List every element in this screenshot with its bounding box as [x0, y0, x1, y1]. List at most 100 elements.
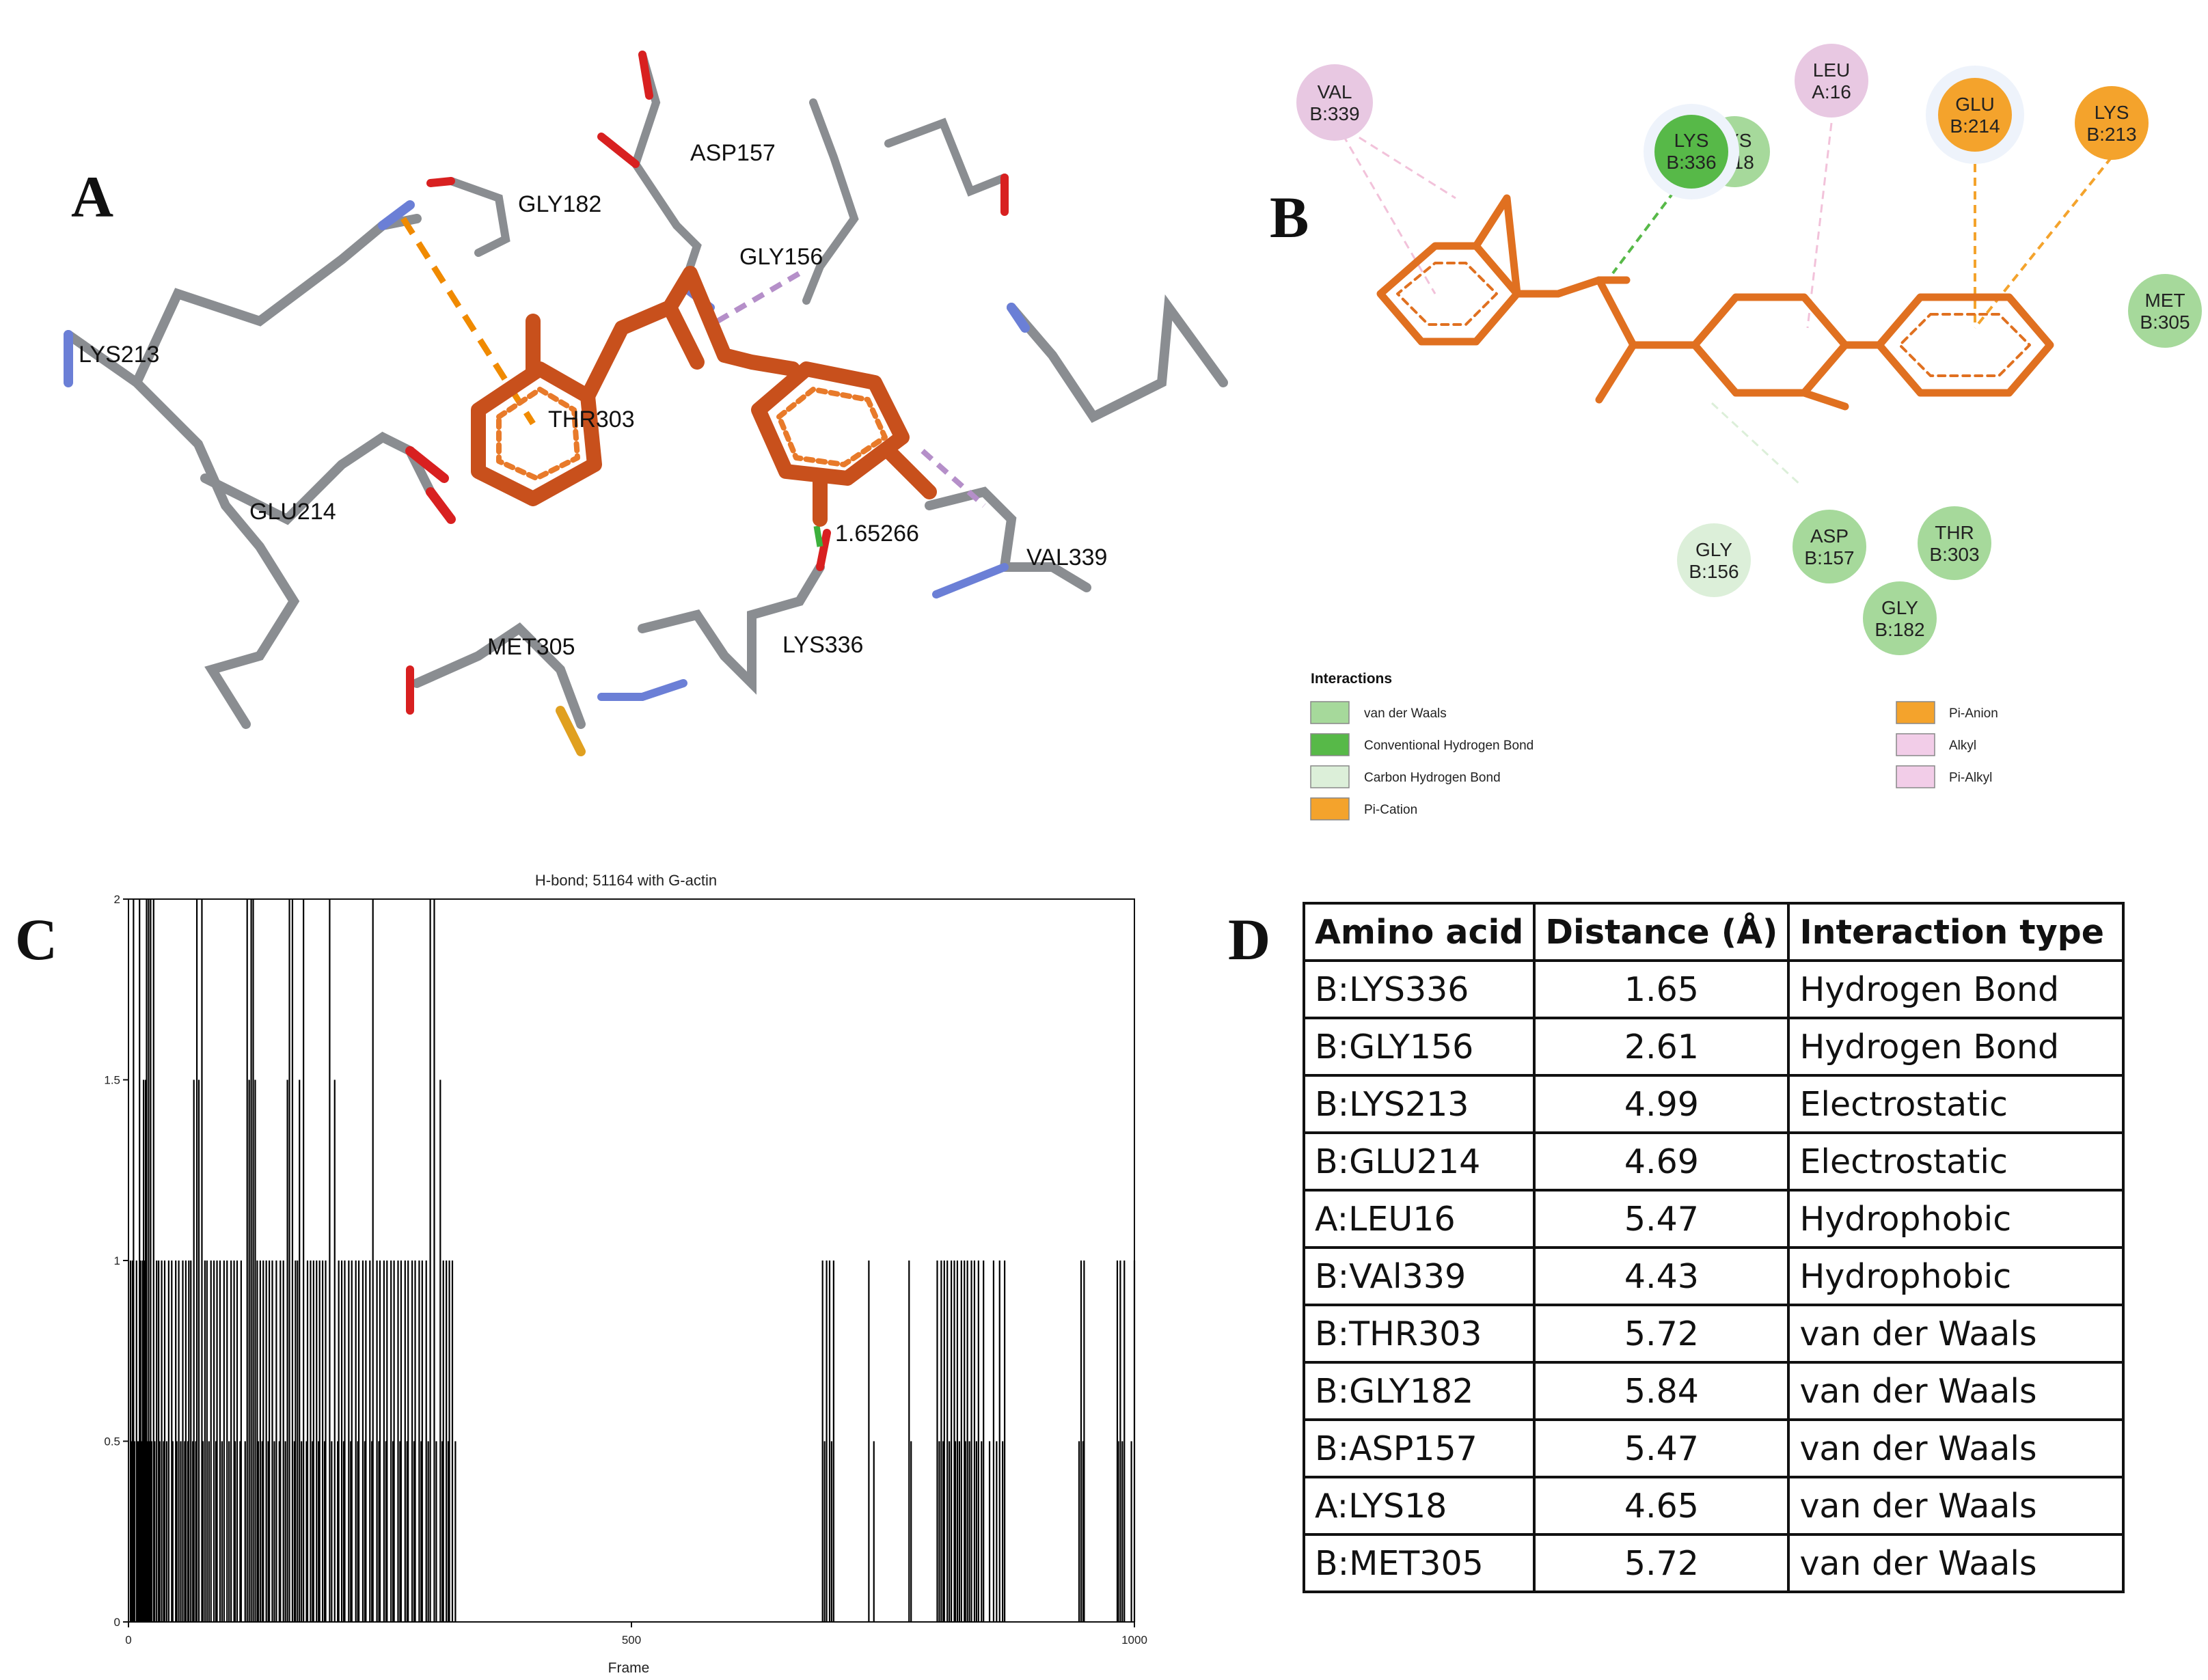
cell-interaction-type: van der Waals	[1787, 1418, 2125, 1478]
glu214-oxygen	[426, 487, 456, 524]
cell-interaction-type: van der Waals	[1787, 1361, 2125, 1421]
cell-distance: 5.47	[1533, 1418, 1790, 1478]
y-tick-label: 0	[114, 1616, 120, 1629]
residue-lys336-id: B:336	[1666, 152, 1716, 173]
residue-asp157-id: B:157	[1804, 547, 1854, 568]
ligand-2d-methyl	[1595, 341, 1637, 404]
ligand-2d-chain	[1472, 194, 1849, 397]
met305-sticks	[412, 622, 586, 729]
cell-amino-acid: B:LYS213	[1302, 1074, 1536, 1134]
residue-thr303-name: THR	[1935, 522, 1974, 543]
residue-thr303: THR B:303	[1918, 506, 1991, 580]
legend-item-pi-anion: Pi-Anion	[1896, 701, 1998, 724]
residue-lys213-disc	[2075, 86, 2149, 160]
gly182-sticks	[447, 177, 510, 257]
line-gly156	[1710, 402, 1802, 486]
lys213-upper-chain	[132, 214, 422, 387]
cell-interaction-type: van der Waals	[1787, 1304, 2125, 1364]
label-asp157: ASP157	[690, 140, 776, 166]
residue-met305-id: B:305	[2140, 312, 2190, 333]
legend-label-pi-cation: Pi-Cation	[1364, 803, 1417, 817]
panel-a-binding-pose: GLY182 ASP157 GLY156 LYS213 THR303 GLU21…	[64, 51, 1228, 756]
table-header-row: Amino acid Distance (Å) Interaction type	[1302, 902, 2125, 962]
residue-gly156-name: GLY	[1695, 539, 1732, 560]
cell-amino-acid: B:MET305	[1302, 1533, 1536, 1593]
line-val339-b	[1335, 122, 1436, 294]
residue-lys213-id: B:213	[2086, 124, 2136, 145]
residue-met305: MET B:305	[2128, 274, 2202, 348]
legend-label-conv-hbond: Conventional Hydrogen Bond	[1364, 739, 1534, 753]
residue-val339-name: VAL	[1318, 81, 1352, 102]
cell-interaction-type: Electrostatic	[1787, 1074, 2125, 1134]
line-val339-a	[1335, 122, 1456, 199]
cell-amino-acid: B:ASP157	[1302, 1418, 1536, 1478]
legend-label-pi-alkyl: Pi-Alkyl	[1949, 771, 1992, 785]
label-gly182: GLY182	[518, 191, 601, 217]
ligand-2d-ring-right-aromatic	[1898, 313, 2031, 377]
gly156-sticks	[802, 98, 859, 305]
legend-swatch-pi-anion	[1896, 701, 1935, 724]
header-interaction-type: Interaction type	[1787, 902, 2125, 962]
legend-label-carbon-hbond: Carbon Hydrogen Bond	[1364, 771, 1501, 785]
label-glu214: GLU214	[249, 499, 336, 525]
residue-lys336-disc	[1654, 115, 1728, 189]
label-met305: MET305	[487, 634, 575, 660]
residue-gly182: GLY B:182	[1863, 581, 1937, 655]
ligand-ring-right	[751, 361, 910, 486]
residue-gly156: GLY B:156	[1677, 523, 1751, 597]
panel-label-c: C	[15, 907, 58, 972]
label-val339: VAL339	[1026, 545, 1107, 570]
ligand-ring-right-inner	[776, 387, 888, 467]
y-tick-label: 2	[114, 893, 120, 906]
ligand-structure	[471, 266, 937, 527]
chart-title: H-bond; 51164 with G-actin	[535, 872, 717, 889]
residue-met305-name: MET	[2144, 290, 2185, 311]
cell-distance: 4.99	[1533, 1074, 1790, 1134]
cell-amino-acid: A:LEU16	[1302, 1189, 1536, 1249]
ligand-2d-ring-right	[1875, 293, 2054, 397]
asp157-sticks	[631, 51, 702, 291]
residue-leu16-id: A:16	[1812, 81, 1851, 102]
residue-gly156-disc	[1677, 523, 1751, 597]
cell-interaction-type: Hydrophobic	[1787, 1246, 2125, 1306]
cell-interaction-type: van der Waals	[1787, 1476, 2125, 1536]
residue-top-right	[884, 118, 1009, 197]
x-tick-label: 500	[622, 1634, 641, 1647]
y-tick-label: 1.5	[104, 1074, 120, 1087]
cell-distance: 2.61	[1533, 1017, 1790, 1077]
legend-title: Interactions	[1311, 671, 1392, 687]
x-axis-ticks: 0 500 1000	[125, 1622, 1147, 1647]
legend-swatch-alkyl	[1896, 733, 1935, 756]
lys336-amine	[597, 679, 687, 701]
cell-distance: 5.72	[1533, 1304, 1790, 1364]
lys336-sticks	[638, 562, 825, 695]
panel-label-d: D	[1228, 907, 1271, 972]
legend-item-vdw: van der Waals	[1310, 701, 1447, 724]
legend-label-vdw: van der Waals	[1364, 706, 1447, 721]
glu214-carboxyl	[405, 446, 449, 483]
alkyl-line-2	[921, 449, 986, 508]
legend-swatch-vdw	[1310, 701, 1350, 724]
cell-amino-acid: A:LYS18	[1302, 1476, 1536, 1536]
residue-asp157: ASP B:157	[1793, 510, 1866, 583]
x-tick-label: 1000	[1121, 1634, 1147, 1647]
label-lys213: LYS213	[79, 342, 159, 368]
ligand-2d	[1376, 194, 2054, 411]
asp157-oxygen	[638, 51, 653, 100]
cell-distance: 4.69	[1533, 1131, 1790, 1192]
x-tick-label: 0	[125, 1634, 131, 1647]
met305-sulfur	[556, 706, 586, 756]
residue-glu214-name: GLU	[1955, 94, 1995, 115]
cell-distance: 1.65	[1533, 959, 1790, 1019]
residue-discs: VAL B:339 LYS A:18 LYS B:336 LEU A:16 GL…	[1296, 44, 2202, 655]
residue-val339: VAL B:339	[1296, 64, 1373, 141]
residue-lys336-name: LYS	[1674, 130, 1709, 151]
panel-b-interaction-diagram: VAL B:339 LYS A:18 LYS B:336 LEU A:16 GL…	[1296, 44, 2202, 821]
cell-distance: 4.43	[1533, 1246, 1790, 1306]
legend-swatch-pi-cation	[1310, 797, 1350, 821]
